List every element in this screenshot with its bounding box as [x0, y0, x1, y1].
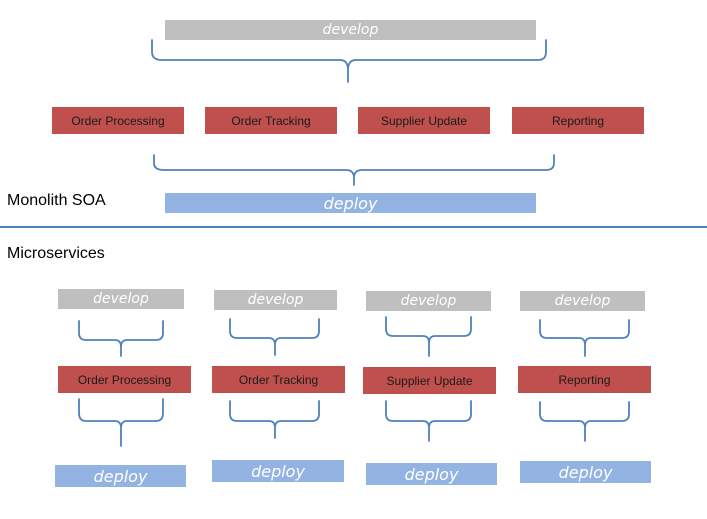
service-label: Supplier Update: [380, 113, 468, 128]
micro-deploy-brace-3: [385, 400, 472, 442]
service-label: Reporting: [558, 372, 611, 387]
monolith-service-order-tracking: Order Tracking: [205, 107, 337, 134]
service-label: Order Processing: [77, 372, 172, 387]
deploy-label: deploy: [251, 461, 305, 481]
develop-label: develop: [93, 291, 149, 307]
develop-label: develop: [554, 293, 611, 309]
monolith-service-reporting: Reporting: [512, 107, 644, 134]
micro-service-order-tracking: Order Tracking: [212, 366, 345, 393]
monolith-service-order-processing: Order Processing: [52, 107, 184, 134]
deploy-label: deploy: [558, 462, 613, 482]
monolith-section-title: Monolith SOA: [7, 192, 106, 209]
micro-develop-brace-4: [539, 319, 630, 357]
micro-deploy-brace-1: [78, 398, 164, 447]
develop-label: develop: [400, 293, 457, 309]
micro-deploy-bar-4: deploy: [520, 461, 651, 483]
micro-service-supplier-update: Supplier Update: [363, 367, 496, 394]
service-label: Order Tracking: [231, 113, 311, 128]
micro-deploy-bar-1: deploy: [55, 465, 186, 487]
micro-deploy-brace-4: [539, 401, 630, 442]
micro-service-order-processing: Order Processing: [58, 366, 191, 393]
micro-develop-bar-1: develop: [58, 289, 184, 309]
monolith-service-supplier-update: Supplier Update: [358, 107, 490, 134]
micro-service-reporting: Reporting: [518, 366, 651, 393]
micro-develop-bar-2: develop: [214, 290, 337, 310]
micro-deploy-brace-2: [229, 400, 320, 439]
micro-deploy-bar-2: deploy: [212, 460, 344, 482]
service-label: Reporting: [551, 113, 605, 128]
monolith-deploy-bar: deploy: [165, 193, 536, 213]
monolith-deploy-brace: [153, 154, 555, 186]
section-divider: [0, 226, 707, 228]
service-label: Order Processing: [71, 113, 165, 128]
service-label: Supplier Update: [386, 373, 473, 388]
develop-label: develop: [247, 292, 304, 308]
deploy-label: deploy: [404, 464, 459, 484]
deploy-label: deploy: [93, 466, 148, 486]
service-label: Order Tracking: [238, 372, 319, 387]
micro-develop-bar-4: develop: [520, 291, 645, 311]
micro-develop-brace-3: [385, 316, 472, 357]
micro-deploy-bar-3: deploy: [366, 463, 497, 485]
monolith-develop-brace: [151, 39, 547, 83]
micro-develop-brace-2: [229, 318, 320, 356]
micro-develop-bar-3: develop: [366, 291, 491, 311]
microservices-section-title: Microservices: [7, 245, 105, 262]
monolith-deploy-label: deploy: [323, 193, 378, 213]
micro-develop-brace-1: [78, 320, 164, 357]
monolith-develop-bar: develop: [165, 20, 536, 40]
monolith-develop-label: develop: [322, 22, 379, 38]
